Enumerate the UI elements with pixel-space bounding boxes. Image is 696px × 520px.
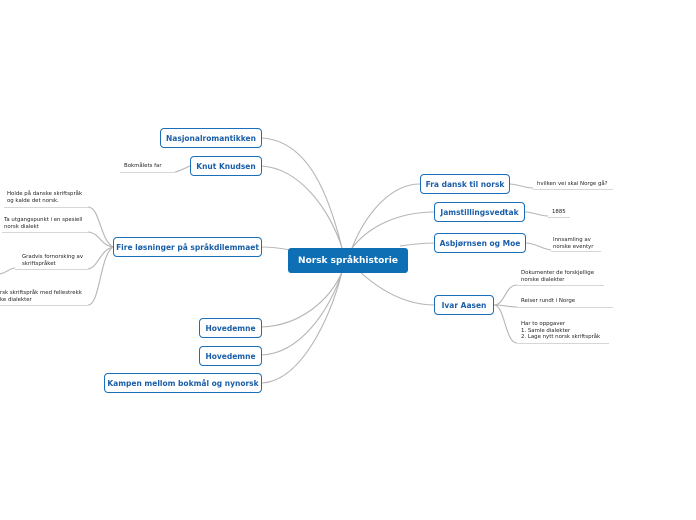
note-1885: 1885 — [552, 209, 566, 215]
note-underline — [15, 269, 88, 270]
note-underline — [2, 232, 88, 233]
note-reiser: Reiser rundt i Norge — [521, 298, 576, 304]
topic-hovedemne-1[interactable]: Hovedemne — [199, 318, 262, 338]
note-hvilken-vei: hvilken vei skal Norge gå? — [537, 181, 608, 187]
connector-jamstilling — [351, 211, 436, 249]
note-underline — [533, 189, 613, 190]
note-underline — [120, 172, 175, 173]
topic-kampen[interactable]: Kampen mellom bokmål og nynorsk — [104, 373, 262, 393]
note-underline — [0, 305, 88, 306]
topic-hovedemne-2[interactable]: Hovedemne — [199, 346, 262, 366]
root-topic[interactable]: Norsk språkhistorie — [288, 248, 408, 273]
topic-jamstilling[interactable]: Jamstillingsvedtak — [434, 202, 525, 222]
topic-nasjonalromantikken[interactable]: Nasjonalromantikken — [160, 128, 262, 148]
note-underline — [517, 285, 604, 286]
connector-knut-knudsen — [260, 165, 343, 249]
connector-fra-dansk — [351, 183, 421, 249]
note-bokmalets-far: Bokmålets far — [124, 163, 162, 169]
connector-hovedemne-1 — [260, 271, 343, 328]
connector-kampen — [260, 271, 343, 384]
topic-fra-dansk[interactable]: Fra dansk til norsk — [420, 174, 510, 194]
topic-knut-knudsen[interactable]: Knut Knudsen — [190, 156, 262, 176]
connector-hovedemne-2 — [260, 271, 343, 356]
connector-ivar — [359, 271, 436, 306]
connector-asbjornsen — [399, 242, 436, 247]
note-underline — [551, 251, 601, 252]
connector-fire-losninger — [260, 246, 291, 251]
connector-nasjonalromantikken — [260, 137, 343, 249]
topic-asbjornsen[interactable]: Asbjørnsen og Moe — [434, 233, 526, 253]
note-underline — [517, 343, 609, 344]
note-underline — [4, 207, 88, 208]
topic-fire-losninger[interactable]: Fire løsninger på språkdilemmaet — [113, 237, 262, 257]
note-underline — [517, 307, 613, 308]
topic-ivar-aasen[interactable]: Ivar Aasen — [434, 295, 494, 315]
note-underline — [548, 217, 570, 218]
